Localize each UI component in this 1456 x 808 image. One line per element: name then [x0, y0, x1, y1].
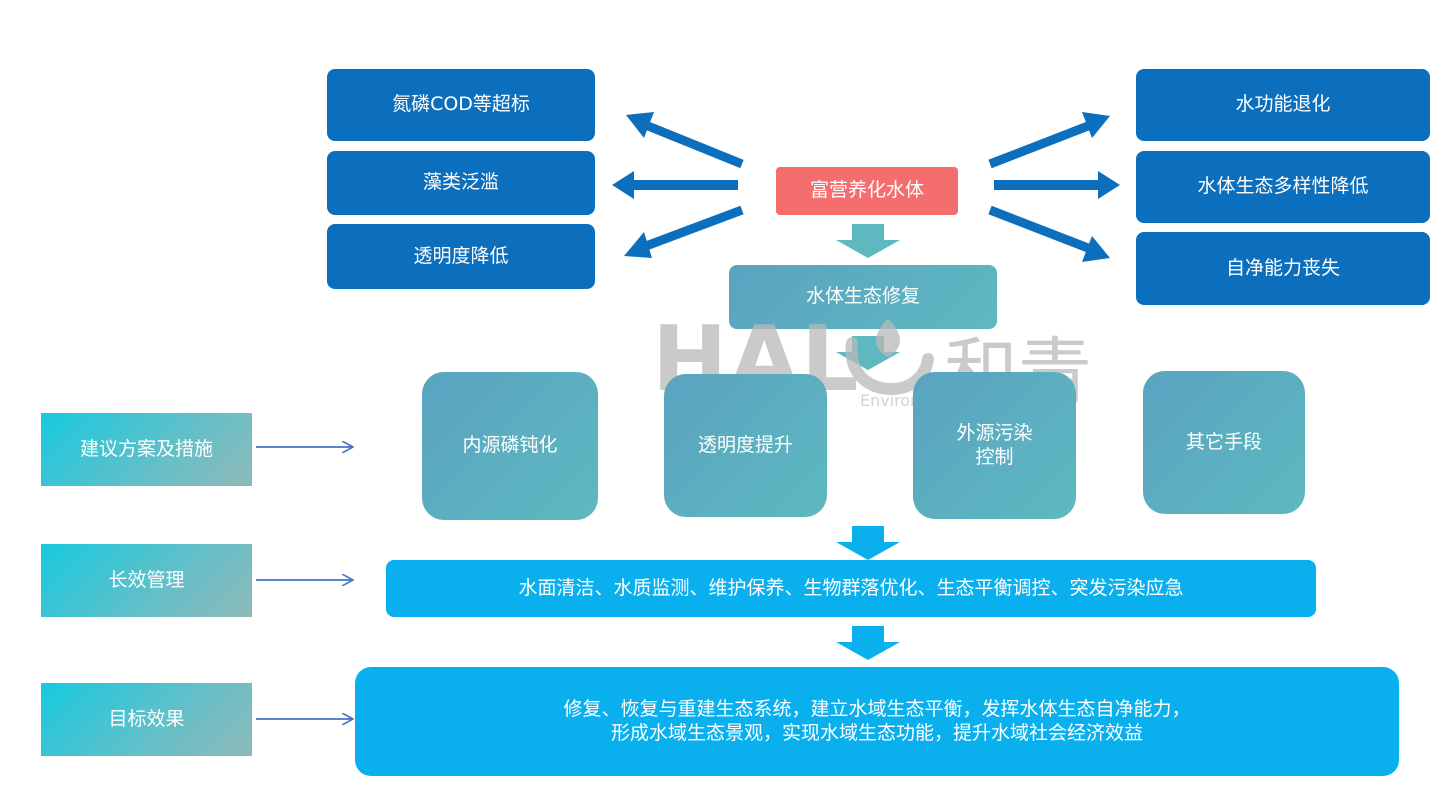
arrow-to-effect-3: [988, 205, 1110, 262]
row-label-measures: 建议方案及措施: [41, 413, 252, 486]
down-arrow-2: [836, 336, 900, 370]
measure-box-external-pollution: 外源污染 控制: [913, 372, 1076, 519]
effect-label: 水体生态多样性降低: [1197, 175, 1369, 198]
cause-box-algae: 藻类泛滥: [327, 151, 595, 215]
down-arrow-3: [836, 526, 900, 560]
down-arrow-1: [836, 224, 900, 258]
row-label-text: 目标效果: [108, 707, 185, 730]
cause-box-transparency: 透明度降低: [327, 224, 595, 289]
cause-label: 氮磷COD等超标: [392, 93, 530, 116]
measure-line1: 透明度提升: [697, 433, 793, 456]
measure-line1: 内源磷钝化: [462, 434, 558, 457]
row-label-text: 建议方案及措施: [79, 437, 213, 460]
cause-box-nitrogen-phosphorus: 氮磷COD等超标: [327, 69, 595, 141]
measure-box-transparency: 透明度提升: [664, 374, 827, 517]
effect-label: 自净能力丧失: [1225, 256, 1340, 279]
restoration-label: 水体生态修复: [805, 285, 920, 308]
effect-box-self-purification: 自净能力丧失: [1136, 232, 1430, 305]
measure-line1: 外源污染: [956, 421, 1033, 444]
arrow-to-cause-2: [612, 171, 738, 199]
measure-line2: 控制: [975, 445, 1014, 468]
row-label-text: 长效管理: [108, 568, 185, 591]
center-label: 富营养化水体: [809, 179, 924, 202]
effect-box-function: 水功能退化: [1136, 69, 1430, 141]
measure-box-internal-phosphorus: 内源磷钝化: [422, 372, 598, 520]
effect-box-biodiversity: 水体生态多样性降低: [1136, 151, 1430, 223]
goal-box: 修复、恢复与重建生态系统，建立水域生态平衡，发挥水体生态自净能力， 形成水域生态…: [355, 667, 1399, 776]
eutrophic-water-box: 富营养化水体: [776, 167, 958, 215]
cause-label: 透明度降低: [413, 244, 509, 267]
row-label-goal: 目标效果: [41, 683, 252, 756]
measure-line1: 其它手段: [1185, 430, 1262, 453]
arrow-to-effect-2: [994, 171, 1120, 199]
arrow-to-cause-1: [626, 112, 744, 169]
effect-label: 水功能退化: [1235, 93, 1331, 116]
measure-box-other: 其它手段: [1143, 371, 1305, 514]
restoration-box: 水体生态修复: [729, 265, 997, 329]
goal-line2: 形成水域生态景观，实现水域生态功能，提升水域社会经济效益: [610, 721, 1143, 744]
down-arrow-4: [836, 626, 900, 660]
management-text: 水面清洁、水质监测、维护保养、生物群落优化、生态平衡调控、突发污染应急: [518, 576, 1184, 599]
cause-label: 藻类泛滥: [422, 171, 499, 194]
row-label-management: 长效管理: [41, 544, 252, 617]
goal-line1: 修复、恢复与重建生态系统，建立水域生态平衡，发挥水体生态自净能力，: [563, 697, 1191, 720]
management-bar: 水面清洁、水质监测、维护保养、生物群落优化、生态平衡调控、突发污染应急: [386, 560, 1316, 617]
arrow-to-effect-1: [988, 112, 1110, 169]
arrow-to-cause-3: [624, 205, 744, 258]
